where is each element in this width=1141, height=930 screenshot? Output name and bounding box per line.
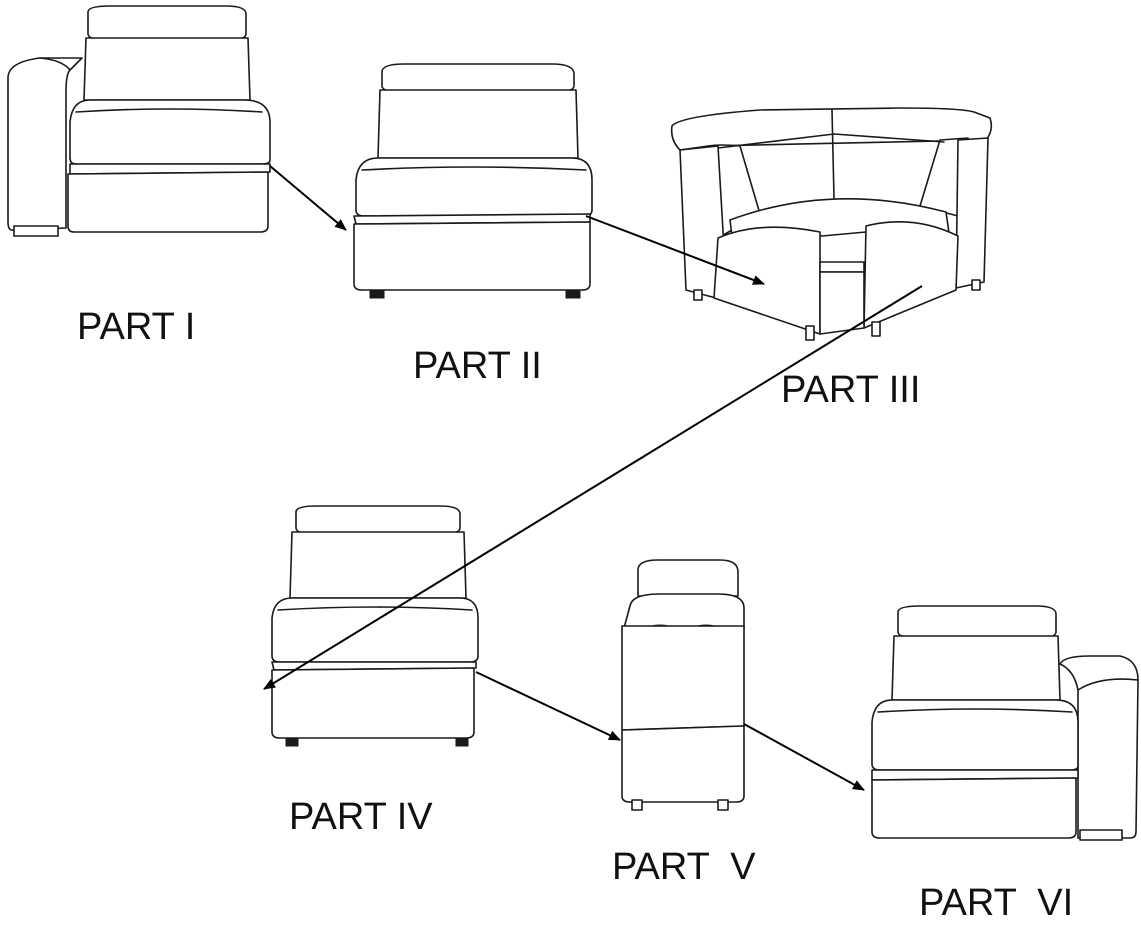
- part-5-label: PART V: [612, 846, 756, 888]
- arrow-part-4-to-part-5: [475, 671, 621, 741]
- part-3-label: PART III: [781, 369, 921, 411]
- part-5-console-drawing: [621, 559, 745, 811]
- part-6-right-arm-seat-drawing: [871, 605, 1139, 841]
- part-1-label: PART I: [77, 306, 196, 348]
- part-4-armless-seat-drawing: [271, 505, 479, 747]
- part-6-label: PART VI: [919, 882, 1074, 924]
- arrow-part-5-to-part-6: [743, 723, 865, 791]
- arrow-part-1-to-part-2: [269, 165, 347, 231]
- part-4-label: PART IV: [289, 796, 433, 838]
- arrow-part-3-to-part-4: [263, 285, 923, 690]
- part-2-armless-seat-drawing: [353, 63, 593, 299]
- part-1-left-arm-seat-drawing: [7, 5, 271, 237]
- part-2-label: PART II: [413, 345, 542, 387]
- part-3-corner-seat-drawing: [670, 107, 993, 341]
- arrow-part-2-to-part-3: [585, 215, 765, 285]
